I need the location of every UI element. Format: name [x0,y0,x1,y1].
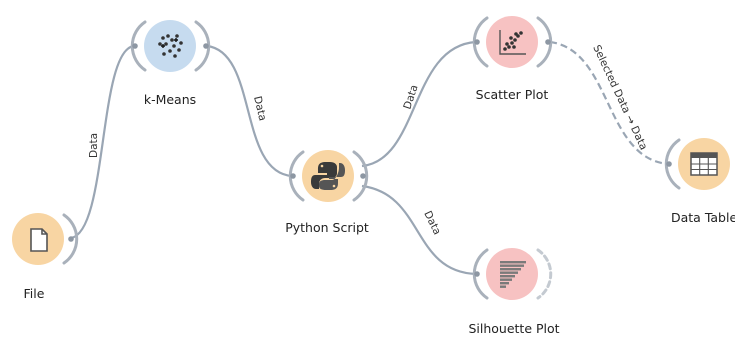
link-label-kmeans-python: Data [251,95,268,122]
input-port[interactable] [290,173,296,179]
scatter-plot-icon [499,30,526,55]
node-kmeans-circle [144,20,196,72]
node-silhouette-circle [486,248,538,300]
link-python-scatter[interactable] [361,40,477,168]
node-label-file: File [24,286,45,301]
file-icon [30,228,48,252]
python-icon [311,162,345,190]
link-file-kmeans[interactable] [70,44,135,240]
node-label-python: Python Script [285,220,369,235]
output-port[interactable] [68,236,74,242]
link-python-silhouette[interactable] [361,184,477,276]
node-python[interactable]: Python Script [285,150,369,235]
link-scatter-datatable[interactable] [549,40,669,166]
node-file[interactable]: File [12,213,79,301]
input-port[interactable] [666,161,672,167]
node-silhouette[interactable]: Silhouette Plot [468,248,560,336]
node-kmeans[interactable]: k-Means [130,20,211,107]
node-label-kmeans: k-Means [144,92,196,107]
node-datatable[interactable]: Data Table [664,138,735,225]
kmeans-clusters-icon [158,34,183,58]
link-label-file-kmeans: Data [88,133,100,158]
silhouette-bars-icon [500,261,526,288]
table-icon [690,152,718,176]
node-label-scatter: Scatter Plot [476,87,549,102]
output-port[interactable] [545,39,551,45]
node-scatter[interactable]: Scatter Plot [472,16,553,102]
link-label-scatter-datatable: Selected Data → Data [590,43,649,152]
input-port[interactable] [474,271,480,277]
output-port[interactable] [203,43,209,49]
link-label-python-silhouette: Data [421,209,443,237]
node-label-silhouette: Silhouette Plot [468,321,559,336]
input-port[interactable] [474,39,480,45]
input-port[interactable] [132,43,138,49]
link-kmeans-python[interactable] [206,44,293,178]
output-port[interactable] [360,173,366,179]
node-label-datatable: Data Table [671,210,735,225]
